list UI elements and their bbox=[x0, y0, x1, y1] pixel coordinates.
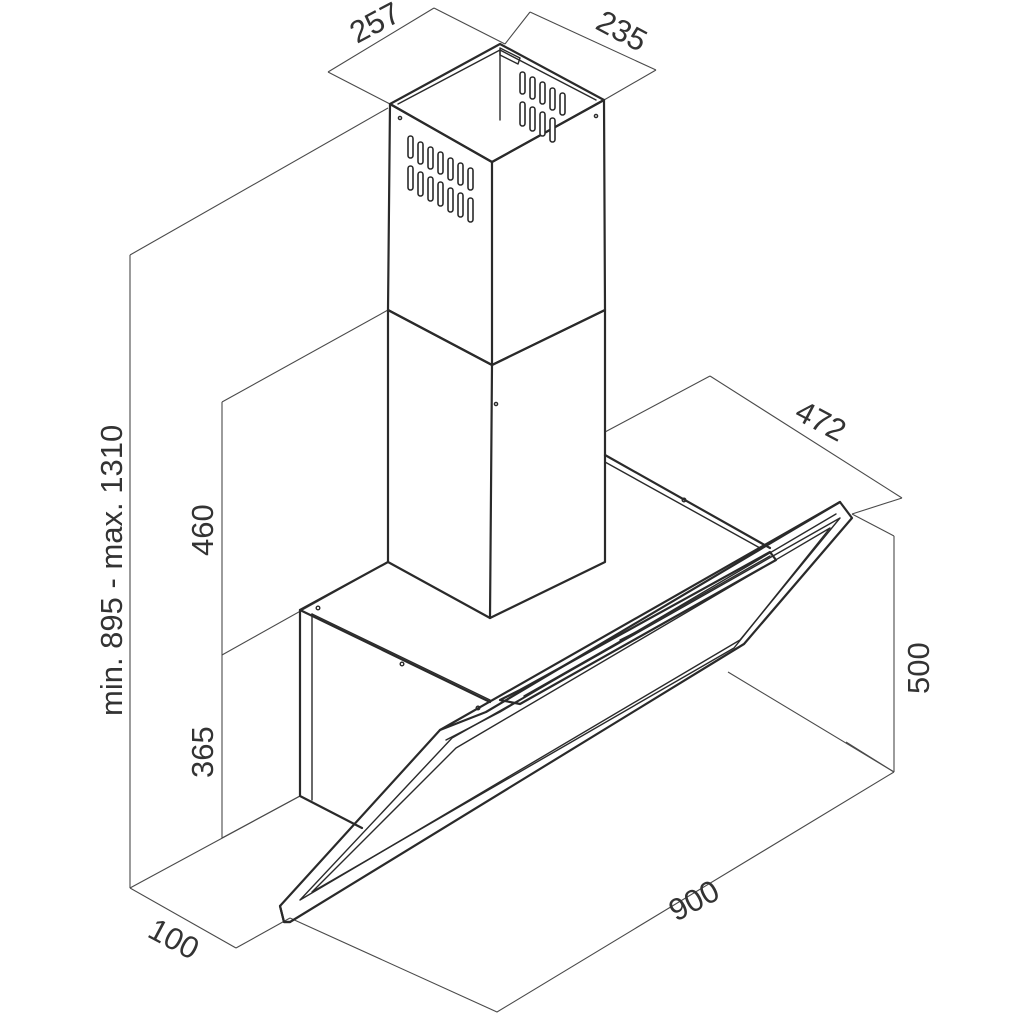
dim-472-line bbox=[709, 375, 903, 499]
dim-472-ext bbox=[604, 375, 903, 515]
dimension-labels: 257 235 472 460 365 500 min. 895 - max. … bbox=[94, 0, 936, 966]
chimney-upper-right-face bbox=[490, 98, 607, 367]
vent-slots-left-upper bbox=[407, 135, 474, 191]
dim-500-ext-bottom bbox=[727, 671, 895, 773]
glass-panel-outer bbox=[278, 500, 854, 924]
chimney-top-inner-rim bbox=[397, 49, 597, 105]
dim-235-ext bbox=[504, 11, 657, 101]
control-strip-detail bbox=[523, 555, 771, 697]
dim-total-height-ext-top bbox=[129, 107, 389, 256]
vent-slots-inner-lower bbox=[519, 101, 556, 143]
dim-257-line bbox=[327, 7, 435, 73]
chimney-screw-hole bbox=[593, 113, 599, 119]
hood-screw-hole bbox=[399, 661, 405, 667]
glass-panel-inner-frame bbox=[299, 517, 841, 901]
chimney-lower-left-face bbox=[386, 308, 494, 620]
chimney-vent-slots bbox=[397, 71, 599, 223]
vent-slots-left-lower bbox=[407, 165, 474, 223]
label-chimney-depth: 235 bbox=[591, 3, 653, 58]
dim-257-ext bbox=[327, 7, 506, 105]
dim-500-ext-top bbox=[851, 513, 895, 537]
label-wall-offset: 100 bbox=[143, 911, 205, 966]
hood-top-plate-rim bbox=[311, 461, 761, 701]
dim-100-line bbox=[129, 887, 237, 949]
hood-screw-hole bbox=[315, 605, 321, 611]
hood-screw-hole bbox=[681, 497, 687, 503]
hood-left-side bbox=[298, 608, 364, 830]
glass-panel-bottom-lip bbox=[278, 904, 292, 924]
hood-body bbox=[298, 453, 772, 830]
chimney-upper-section bbox=[386, 42, 607, 367]
dim-235-line bbox=[529, 11, 657, 71]
glass-panel-inner-frame-2 bbox=[311, 527, 831, 893]
vent-slots-inner-upper bbox=[519, 71, 566, 116]
dim-100-ext bbox=[235, 917, 291, 949]
label-chimney-upper-height: 460 bbox=[185, 504, 220, 556]
dimension-lines bbox=[129, 7, 903, 1013]
chimney-lower-section bbox=[386, 308, 607, 620]
label-total-height: min. 895 - max. 1310 bbox=[94, 425, 129, 716]
label-hood-height: 500 bbox=[901, 642, 936, 694]
hood-top-plate bbox=[298, 453, 772, 704]
label-chimney-width: 257 bbox=[344, 0, 406, 50]
label-body-height: 365 bbox=[185, 726, 220, 778]
chimney-screw-hole bbox=[397, 115, 403, 121]
control-strip bbox=[498, 550, 778, 706]
label-hood-depth: 472 bbox=[790, 393, 852, 448]
glass-panel bbox=[278, 500, 854, 924]
chimney-upper-left-face bbox=[386, 102, 494, 367]
chimney-lower-right-face bbox=[488, 308, 607, 620]
label-hood-width: 900 bbox=[663, 873, 725, 928]
dim-900-line bbox=[289, 771, 895, 1013]
dim-460-ext-top bbox=[221, 309, 389, 403]
glass-panel-top-edge bbox=[438, 500, 842, 732]
chimney-screw-hole bbox=[493, 401, 499, 407]
dim-365-ext-bottom bbox=[221, 795, 301, 839]
